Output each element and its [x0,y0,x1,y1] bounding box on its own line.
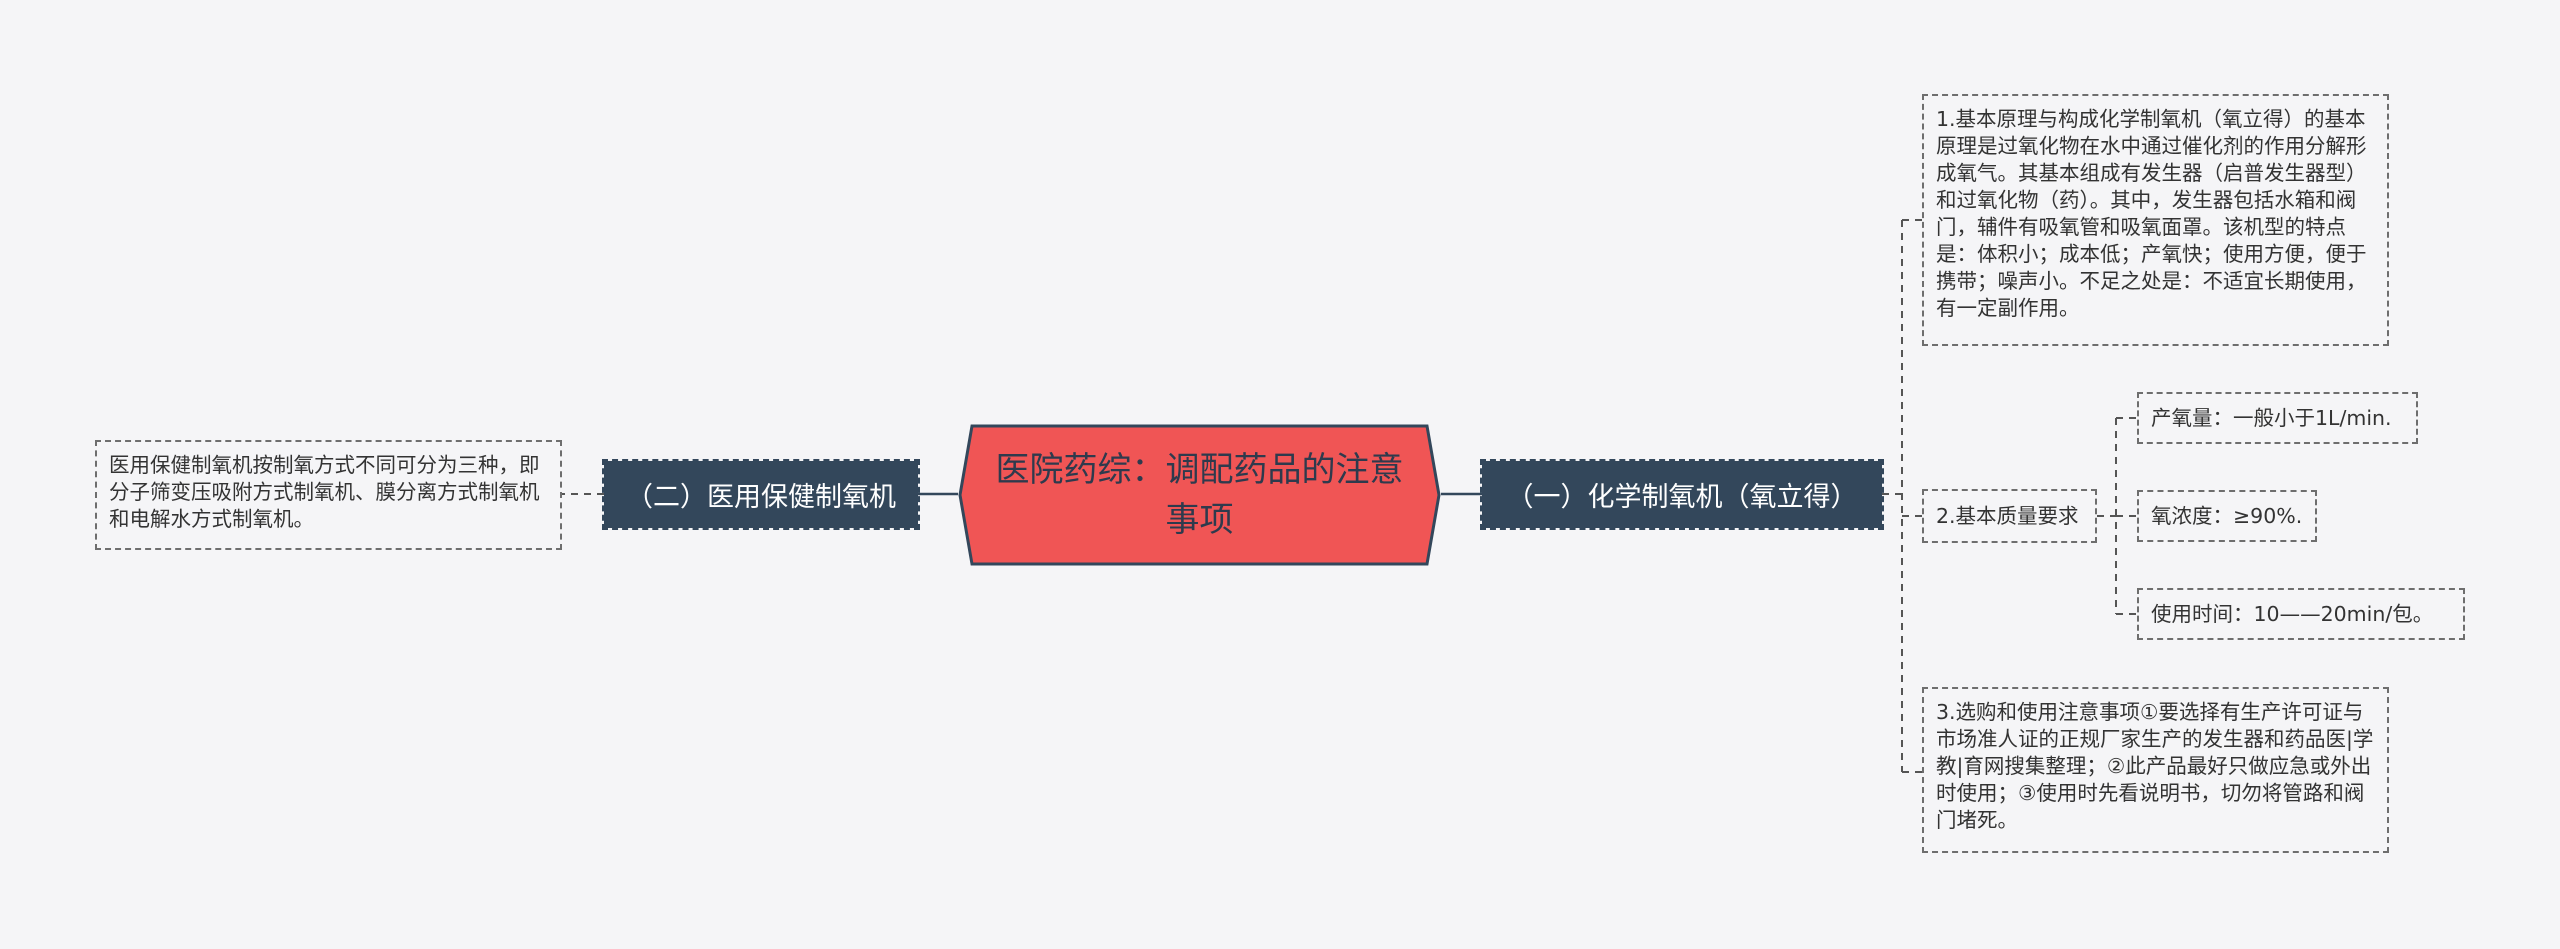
item3-text: 3.选购和使用注意事项①要选择有生产许可证与市场准人证的正规厂家生产的发生器和药… [1936,700,2374,832]
right-branch-topic[interactable]: （一）化学制氧机（氧立得） [1480,459,1884,530]
root-topic[interactable]: 医院药综：调配药品的注意事项 [958,424,1441,566]
left-branch-label: （二）医用保健制氧机 [626,482,896,513]
left-branch-topic[interactable]: （二）医用保健制氧机 [602,459,920,530]
root-hexagon-shape [958,424,1441,566]
item1-note[interactable]: 1.基本原理与构成化学制氧机（氧立得）的基本原理是过氧化物在水中通过催化剂的作用… [1922,94,2389,346]
left-leaf-text: 医用保健制氧机按制氧方式不同可分为三种，即分子筛变压吸附方式制氧机、膜分离方式制… [109,453,540,531]
item2-label: 2.基本质量要求 [1936,503,2079,528]
right-branch-label: （一）化学制氧机（氧立得） [1506,482,1858,513]
item2-sub3-text: 使用时间：10——20min/包。 [2151,601,2434,626]
item2-sub2-text: 氧浓度：≥90%. [2151,503,2303,528]
item2-topic[interactable]: 2.基本质量要求 [1922,489,2097,543]
item1-text: 1.基本原理与构成化学制氧机（氧立得）的基本原理是过氧化物在水中通过催化剂的作用… [1936,107,2367,320]
item3-note[interactable]: 3.选购和使用注意事项①要选择有生产许可证与市场准人证的正规厂家生产的发生器和药… [1922,687,2389,853]
item2-sub-usage-time[interactable]: 使用时间：10——20min/包。 [2137,588,2465,640]
item2-sub1-text: 产氧量：一般小于1L/min. [2151,405,2392,430]
item2-sub-oxygen-output[interactable]: 产氧量：一般小于1L/min. [2137,392,2418,444]
item2-sub-oxygen-concentration[interactable]: 氧浓度：≥90%. [2137,490,2317,542]
root-title: 医院药综：调配药品的注意事项 [995,450,1404,540]
left-leaf-note[interactable]: 医用保健制氧机按制氧方式不同可分为三种，即分子筛变压吸附方式制氧机、膜分离方式制… [95,440,562,550]
